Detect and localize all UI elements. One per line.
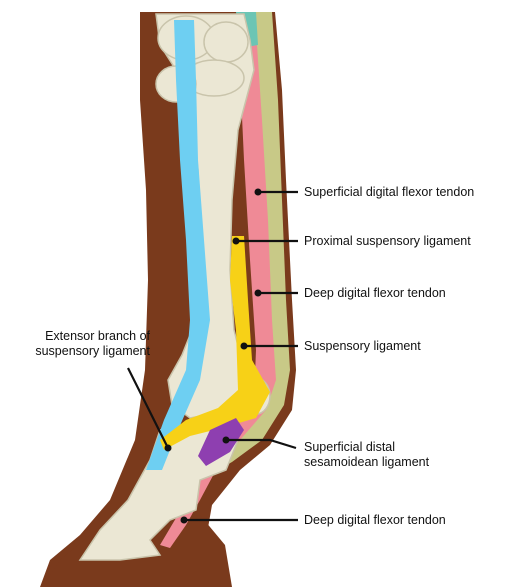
label-superficial-digital-flexor-tendon: Superficial digital flexor tendon	[304, 185, 474, 200]
label-superficial-distal-sesamoidean-ligament: Superficial distal sesamoidean ligament	[304, 440, 429, 470]
dot-sdsl	[223, 437, 230, 444]
label-proximal-suspensory-ligament: Proximal suspensory ligament	[304, 234, 471, 249]
label-deep-digital-flexor-tendon-lower: Deep digital flexor tendon	[304, 513, 446, 528]
label-sdsl-line1: Superficial distal	[304, 440, 429, 455]
dot-proximal-sl	[233, 238, 240, 245]
label-sdsl-line2: sesamoidean ligament	[304, 455, 429, 470]
label-deep-digital-flexor-tendon-upper: Deep digital flexor tendon	[304, 286, 446, 301]
label-suspensory-ligament: Suspensory ligament	[304, 339, 421, 354]
dot-sdft	[255, 189, 262, 196]
dot-ddft-upper	[255, 290, 262, 297]
dot-extensor	[165, 445, 172, 452]
label-extensor-branch-of-suspensory-ligament: Extensor branch of suspensory ligament	[8, 329, 150, 359]
dot-sl	[241, 343, 248, 350]
label-extensor-line1: Extensor branch of	[8, 329, 150, 344]
dot-ddft-lower	[181, 517, 188, 524]
label-extensor-line2: suspensory ligament	[8, 344, 150, 359]
